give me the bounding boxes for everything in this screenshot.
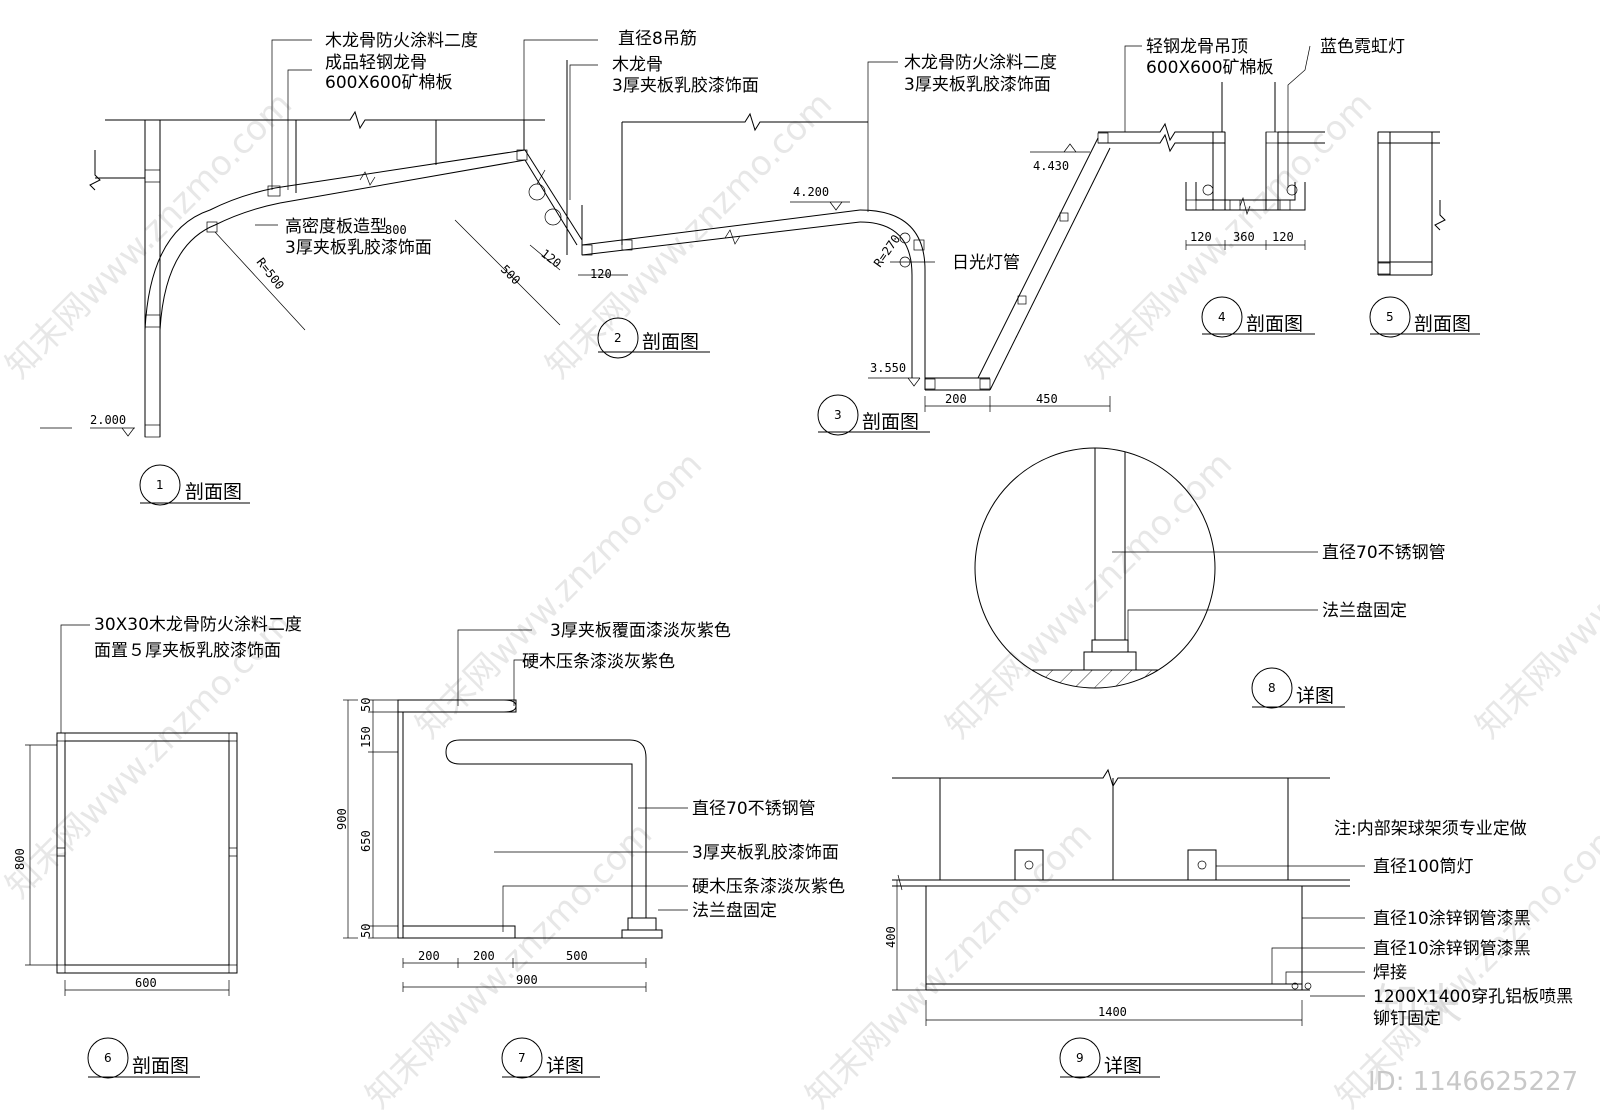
label-fireproof: 木龙骨防火涂料二度 bbox=[904, 53, 1057, 73]
section-number: 8 bbox=[1268, 681, 1276, 695]
level-3550: 3.550 bbox=[870, 361, 906, 375]
section-title: 剖面图 bbox=[862, 411, 919, 433]
watermark-text: 知末网www.znzmo.com bbox=[1078, 84, 1380, 386]
section-5: 5 剖面图 bbox=[1369, 131, 1480, 338]
label-downlight: 直径100筒灯 bbox=[1373, 857, 1473, 877]
label-steel-pipe-1: 直径10涂锌钢管漆黑 bbox=[1373, 909, 1531, 929]
dim-500: 500 bbox=[498, 262, 523, 287]
section-9: 400 1400 注:内部架球架须专业定做 直径100筒灯 直径10涂锌钢管漆黑… bbox=[884, 768, 1573, 1079]
radius-r500: R=500 bbox=[254, 255, 287, 292]
section-title: 详图 bbox=[1296, 685, 1334, 707]
section-1: 木龙骨防火涂料二度 成品轻钢龙骨 600X600矿棉板 高密度板造型 3厚夹板乳… bbox=[40, 31, 545, 506]
dim-200: 200 bbox=[945, 392, 967, 406]
dim-200a: 200 bbox=[418, 949, 440, 963]
section-number: 6 bbox=[104, 1051, 112, 1065]
section-7: 50 150 650 900 50 200 200 500 900 3厚夹板覆面… bbox=[335, 621, 845, 1079]
section-title: 详图 bbox=[1104, 1055, 1142, 1077]
dim-120b: 120 bbox=[590, 267, 612, 281]
label-rivet: 铆钉固定 bbox=[1373, 1009, 1441, 1029]
dim-650: 650 bbox=[359, 830, 373, 852]
section-title: 详图 bbox=[546, 1055, 584, 1077]
dim-900-v: 900 bbox=[335, 808, 349, 830]
note: 注:内部架球架须专业定做 bbox=[1334, 819, 1527, 839]
watermark-text: 知末网www.znzmo.com bbox=[798, 814, 1100, 1115]
label-hanger: 直径8吊筋 bbox=[618, 29, 697, 49]
radius-r270: R=270 bbox=[871, 232, 903, 270]
label-steel-pipe: 直径70不锈钢管 bbox=[1322, 543, 1446, 563]
label-flange: 法兰盘固定 bbox=[692, 901, 777, 921]
dim-50-top: 50 bbox=[359, 698, 373, 712]
label-plywood: 3厚夹板乳胶漆饰面 bbox=[692, 843, 839, 863]
label-neon: 蓝色霓虹灯 bbox=[1320, 37, 1405, 57]
dim-120a: 120 bbox=[1190, 230, 1212, 244]
section-title: 剖面图 bbox=[1246, 313, 1303, 335]
watermark-text: 知末网www.znzmo.com bbox=[0, 84, 300, 386]
dim-120a: 120 bbox=[538, 246, 564, 270]
section-3: 200 450 4.200 3.550 4.430 R=270 木龙骨防火涂料二… bbox=[790, 53, 1136, 436]
section-number: 1 bbox=[156, 478, 164, 492]
label-fireproof: 木龙骨防火涂料二度 bbox=[325, 31, 478, 51]
watermark-text: 知末网www.znzmo.com bbox=[938, 444, 1240, 746]
watermark-text: 知末网www.znzmo.com bbox=[408, 444, 710, 746]
watermark-layer: 知末网www.znzmo.com 知末网www.znzmo.com 知末网www… bbox=[0, 84, 1600, 1115]
label-plywood: 3厚夹板乳胶漆饰面 bbox=[285, 238, 432, 258]
section-number: 5 bbox=[1386, 310, 1394, 324]
section-4: 120 360 120 轻钢龙骨吊顶 600X600矿棉板 蓝色霓虹灯 4 剖面… bbox=[1124, 37, 1405, 338]
label-steel-pipe-2: 直径10涂锌钢管漆黑 bbox=[1373, 939, 1531, 959]
section-title: 剖面图 bbox=[132, 1055, 189, 1077]
label-flange: 法兰盘固定 bbox=[1322, 601, 1407, 621]
section-title: 剖面图 bbox=[642, 331, 699, 353]
watermark-id: ID: 1146625227 bbox=[1368, 1067, 1578, 1097]
dim-450: 450 bbox=[1036, 392, 1058, 406]
label-wood-keel: 木龙骨 bbox=[612, 55, 663, 75]
section-2: 120 120 500 直径8吊筋 木龙骨 3厚夹板乳胶漆饰面 2 剖面图 bbox=[454, 29, 868, 359]
section-title: 剖面图 bbox=[1414, 313, 1471, 335]
section-number: 2 bbox=[614, 331, 622, 345]
watermark-brand: 知末 bbox=[1375, 980, 1463, 1031]
level-2000: 2.000 bbox=[90, 413, 126, 427]
dim-200b: 200 bbox=[473, 949, 495, 963]
dim-900-h: 900 bbox=[516, 973, 538, 987]
dim-800: 800 bbox=[13, 848, 27, 870]
label-fluorescent: 日光灯管 bbox=[952, 253, 1020, 273]
label-plywood: 面置５厚夹板乳胶漆饰面 bbox=[94, 641, 281, 661]
section-title: 剖面图 bbox=[185, 481, 242, 503]
label-plywood: 3厚夹板乳胶漆饰面 bbox=[904, 75, 1051, 95]
label-plywood: 3厚夹板乳胶漆饰面 bbox=[612, 76, 759, 96]
label-steel-pipe: 直径70不锈钢管 bbox=[692, 799, 816, 819]
dim-150: 150 bbox=[359, 726, 373, 748]
dim-800: 800 bbox=[385, 223, 407, 237]
level-4200: 4.200 bbox=[793, 185, 829, 199]
label-mineral-board: 600X600矿棉板 bbox=[325, 73, 453, 93]
label-aluminum: 1200X1400穿孔铝板喷黑 bbox=[1373, 987, 1573, 1007]
section-number: 3 bbox=[834, 408, 842, 422]
dim-500: 500 bbox=[566, 949, 588, 963]
label-plywood-purple: 3厚夹板覆面漆淡灰紫色 bbox=[550, 621, 731, 641]
section-number: 9 bbox=[1076, 1051, 1084, 1065]
dim-400: 400 bbox=[884, 926, 898, 948]
section-6: 800 600 30X30木龙骨防火涂料二度 面置５厚夹板乳胶漆饰面 6 剖面图 bbox=[13, 615, 302, 1079]
level-4430: 4.430 bbox=[1033, 159, 1069, 173]
label-hd-board: 高密度板造型 bbox=[285, 217, 387, 237]
label-mineral-board: 600X600矿棉板 bbox=[1146, 58, 1274, 78]
section-number: 7 bbox=[518, 1051, 526, 1065]
watermark-text: 知末网www.znzmo.com bbox=[1468, 444, 1600, 746]
section-number: 4 bbox=[1218, 310, 1226, 324]
dim-50-bot: 50 bbox=[359, 924, 373, 938]
dim-1400: 1400 bbox=[1098, 1005, 1127, 1019]
dim-120b: 120 bbox=[1272, 230, 1294, 244]
dim-360: 360 bbox=[1233, 230, 1255, 244]
dim-600: 600 bbox=[135, 976, 157, 990]
label-hardwood-2: 硬木压条漆淡灰紫色 bbox=[692, 877, 845, 897]
label-steel-keel: 成品轻钢龙骨 bbox=[325, 53, 427, 73]
label-weld: 焊接 bbox=[1373, 963, 1407, 983]
label-ceiling: 轻钢龙骨吊顶 bbox=[1146, 37, 1248, 57]
label-hardwood: 硬木压条漆淡灰紫色 bbox=[522, 652, 675, 672]
label-keel: 30X30木龙骨防火涂料二度 bbox=[94, 615, 302, 635]
